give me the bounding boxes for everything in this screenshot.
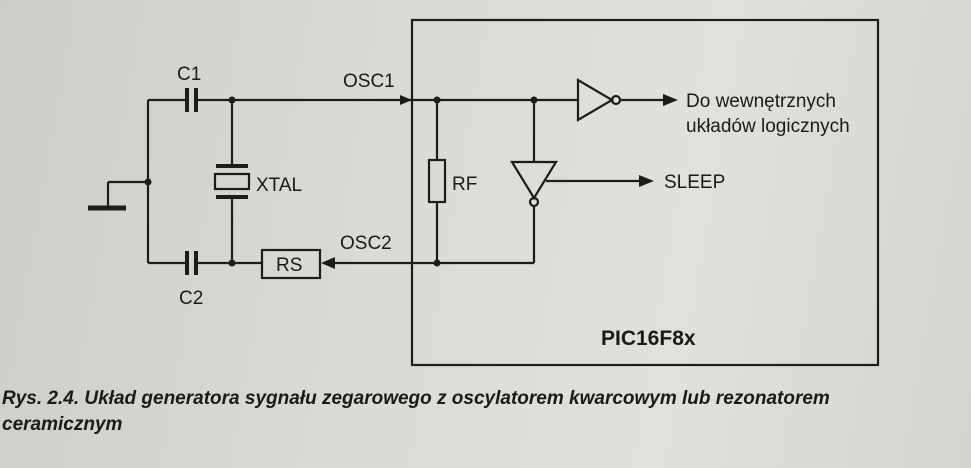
figure-caption: Rys. 2.4. Układ generatora sygnału zegar… [2, 386, 968, 438]
rf-resistor [427, 100, 447, 263]
junction-dot [228, 259, 236, 267]
xtal-label: XTAL [256, 175, 302, 196]
rs-label: RS [276, 255, 302, 276]
c2-label: C2 [179, 288, 203, 309]
junction-dot [228, 96, 236, 104]
caption-line-2: ceramicznym [2, 414, 123, 435]
chip-name-label: PIC16F8x [601, 327, 696, 350]
rs-resistor [260, 248, 322, 280]
osc2-arrowhead [321, 257, 335, 269]
osc2-label: OSC2 [340, 233, 392, 254]
caption-line-1: Rys. 2.4. Układ generatora sygnału zegar… [2, 388, 830, 409]
output-inverter [576, 78, 678, 122]
ground-symbol [88, 180, 148, 211]
oscillator-circuit-diagram: C1 C2 XTAL RS OSC2 OSC1 RF [88, 18, 880, 367]
feedback-inverter [510, 100, 558, 263]
output-label-line1: Do wewnętrznych [686, 91, 836, 112]
osc1-label: OSC1 [343, 71, 395, 92]
c1-label: C1 [177, 64, 201, 85]
junction-dot [144, 178, 152, 186]
c2-capacitor [148, 251, 262, 275]
sleep-label: SLEEP [664, 172, 725, 193]
osc1-arrowhead [400, 95, 412, 105]
pic-chip-outline [410, 18, 880, 367]
sleep-arrowhead [639, 175, 654, 187]
xtal-crystal [213, 100, 251, 263]
rf-label: RF [452, 174, 477, 195]
output-label-line2: układów logicznych [686, 116, 850, 137]
